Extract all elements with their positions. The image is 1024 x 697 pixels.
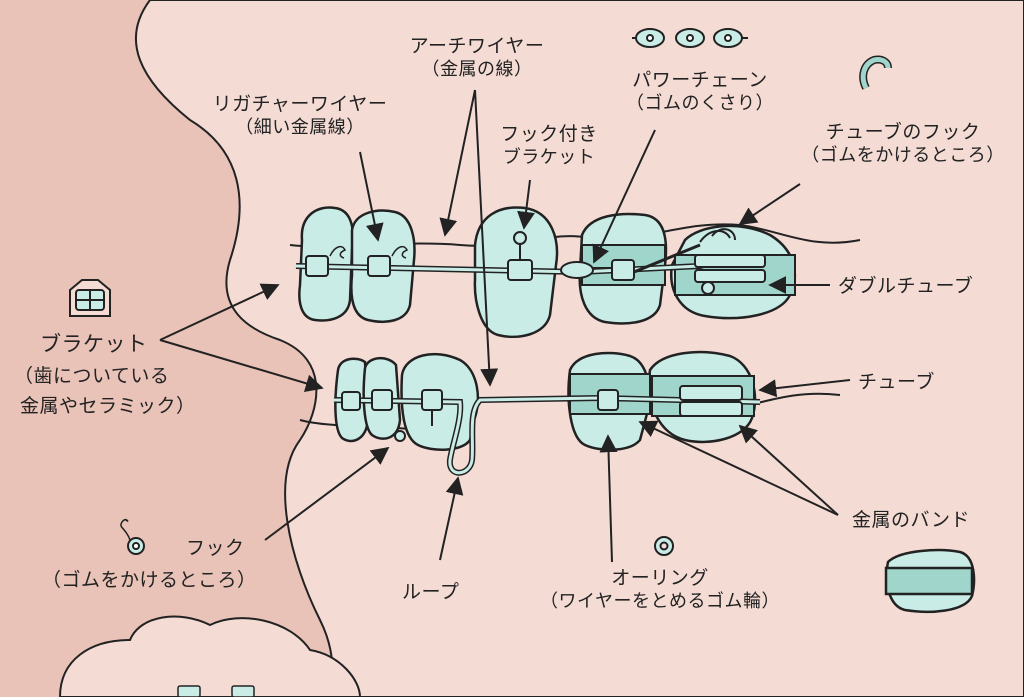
- upper-teeth: [298, 206, 797, 339]
- upper-brackets: [305, 255, 635, 281]
- arch-wire-label: アーチワイヤー （金属の線）: [392, 34, 562, 82]
- hook-bracket-sub: ブラケット: [502, 147, 596, 168]
- loop-title: ループ: [402, 581, 460, 603]
- cloud-shape: [58, 615, 362, 697]
- band-icon: [884, 548, 976, 613]
- bracket-label-sub2: 金属やセラミック）: [20, 395, 196, 417]
- o-ring-label: オーリング （ワイヤーをとめるゴム輪）: [540, 566, 780, 614]
- tube-label: チューブ: [858, 370, 935, 394]
- power-chain: [560, 228, 736, 279]
- metal-band-label: 金属のバンド: [852, 508, 970, 532]
- lower-tube: [679, 385, 743, 417]
- power-chain-title: パワーチェーン: [632, 69, 768, 91]
- o-ring-icon: [654, 536, 674, 556]
- double-tube-label: ダブルチューブ: [838, 274, 973, 298]
- bracket-label-title: ブラケット: [40, 332, 148, 356]
- o-ring-sub: （ワイヤーをとめるゴム輪）: [540, 591, 780, 612]
- power-chain-label: パワーチェーン （ゴムのくさり）: [610, 68, 790, 116]
- lower-hook: [394, 410, 433, 442]
- hook-bracket-label: フック付き ブラケット: [484, 122, 614, 170]
- tube-hook-sub: （ゴムをかけるところ）: [801, 145, 1005, 166]
- bracket-label-sub1: （歯についている: [14, 365, 170, 387]
- ligature-wire-sub: （細い金属線）: [235, 117, 365, 138]
- double-tube: [694, 254, 766, 295]
- ligature-curl: [329, 245, 347, 259]
- pointer-arrows: [159, 89, 851, 563]
- hook-label-sub: （ゴムをかけるところ）: [42, 569, 257, 591]
- power-chain-icon: [632, 28, 748, 48]
- cloud-brackets-icon: [177, 685, 255, 697]
- lower-brackets: [341, 389, 619, 411]
- hook-label-title: フック: [186, 537, 245, 559]
- arch-wire-sub: （金属の線）: [421, 59, 533, 80]
- tube-title: チューブ: [858, 371, 935, 393]
- ligature-wire-title: リガチャーワイヤー: [212, 93, 388, 115]
- arch-wire-title: アーチワイヤー: [409, 35, 545, 57]
- double-tube-title: ダブルチューブ: [838, 275, 974, 297]
- o-ring-title: オーリング: [611, 567, 709, 589]
- hook-bracket-hook: [513, 231, 527, 260]
- power-chain-sub: （ゴムのくさり）: [626, 93, 774, 114]
- tube-hook-title: チューブのフック: [825, 121, 981, 143]
- ligature-wire-label: リガチャーワイヤー （細い金属線）: [200, 92, 400, 140]
- bracket-icon: [69, 279, 111, 317]
- hook-bracket-title: フック付き: [500, 123, 598, 145]
- loop-label: ループ: [402, 580, 459, 604]
- paper-region: [134, 0, 1024, 697]
- hook-icon: [120, 518, 145, 555]
- tube-hook-label: チューブのフック （ゴムをかけるところ）: [790, 120, 1016, 168]
- metal-band-title: 金属のバンド: [852, 509, 970, 531]
